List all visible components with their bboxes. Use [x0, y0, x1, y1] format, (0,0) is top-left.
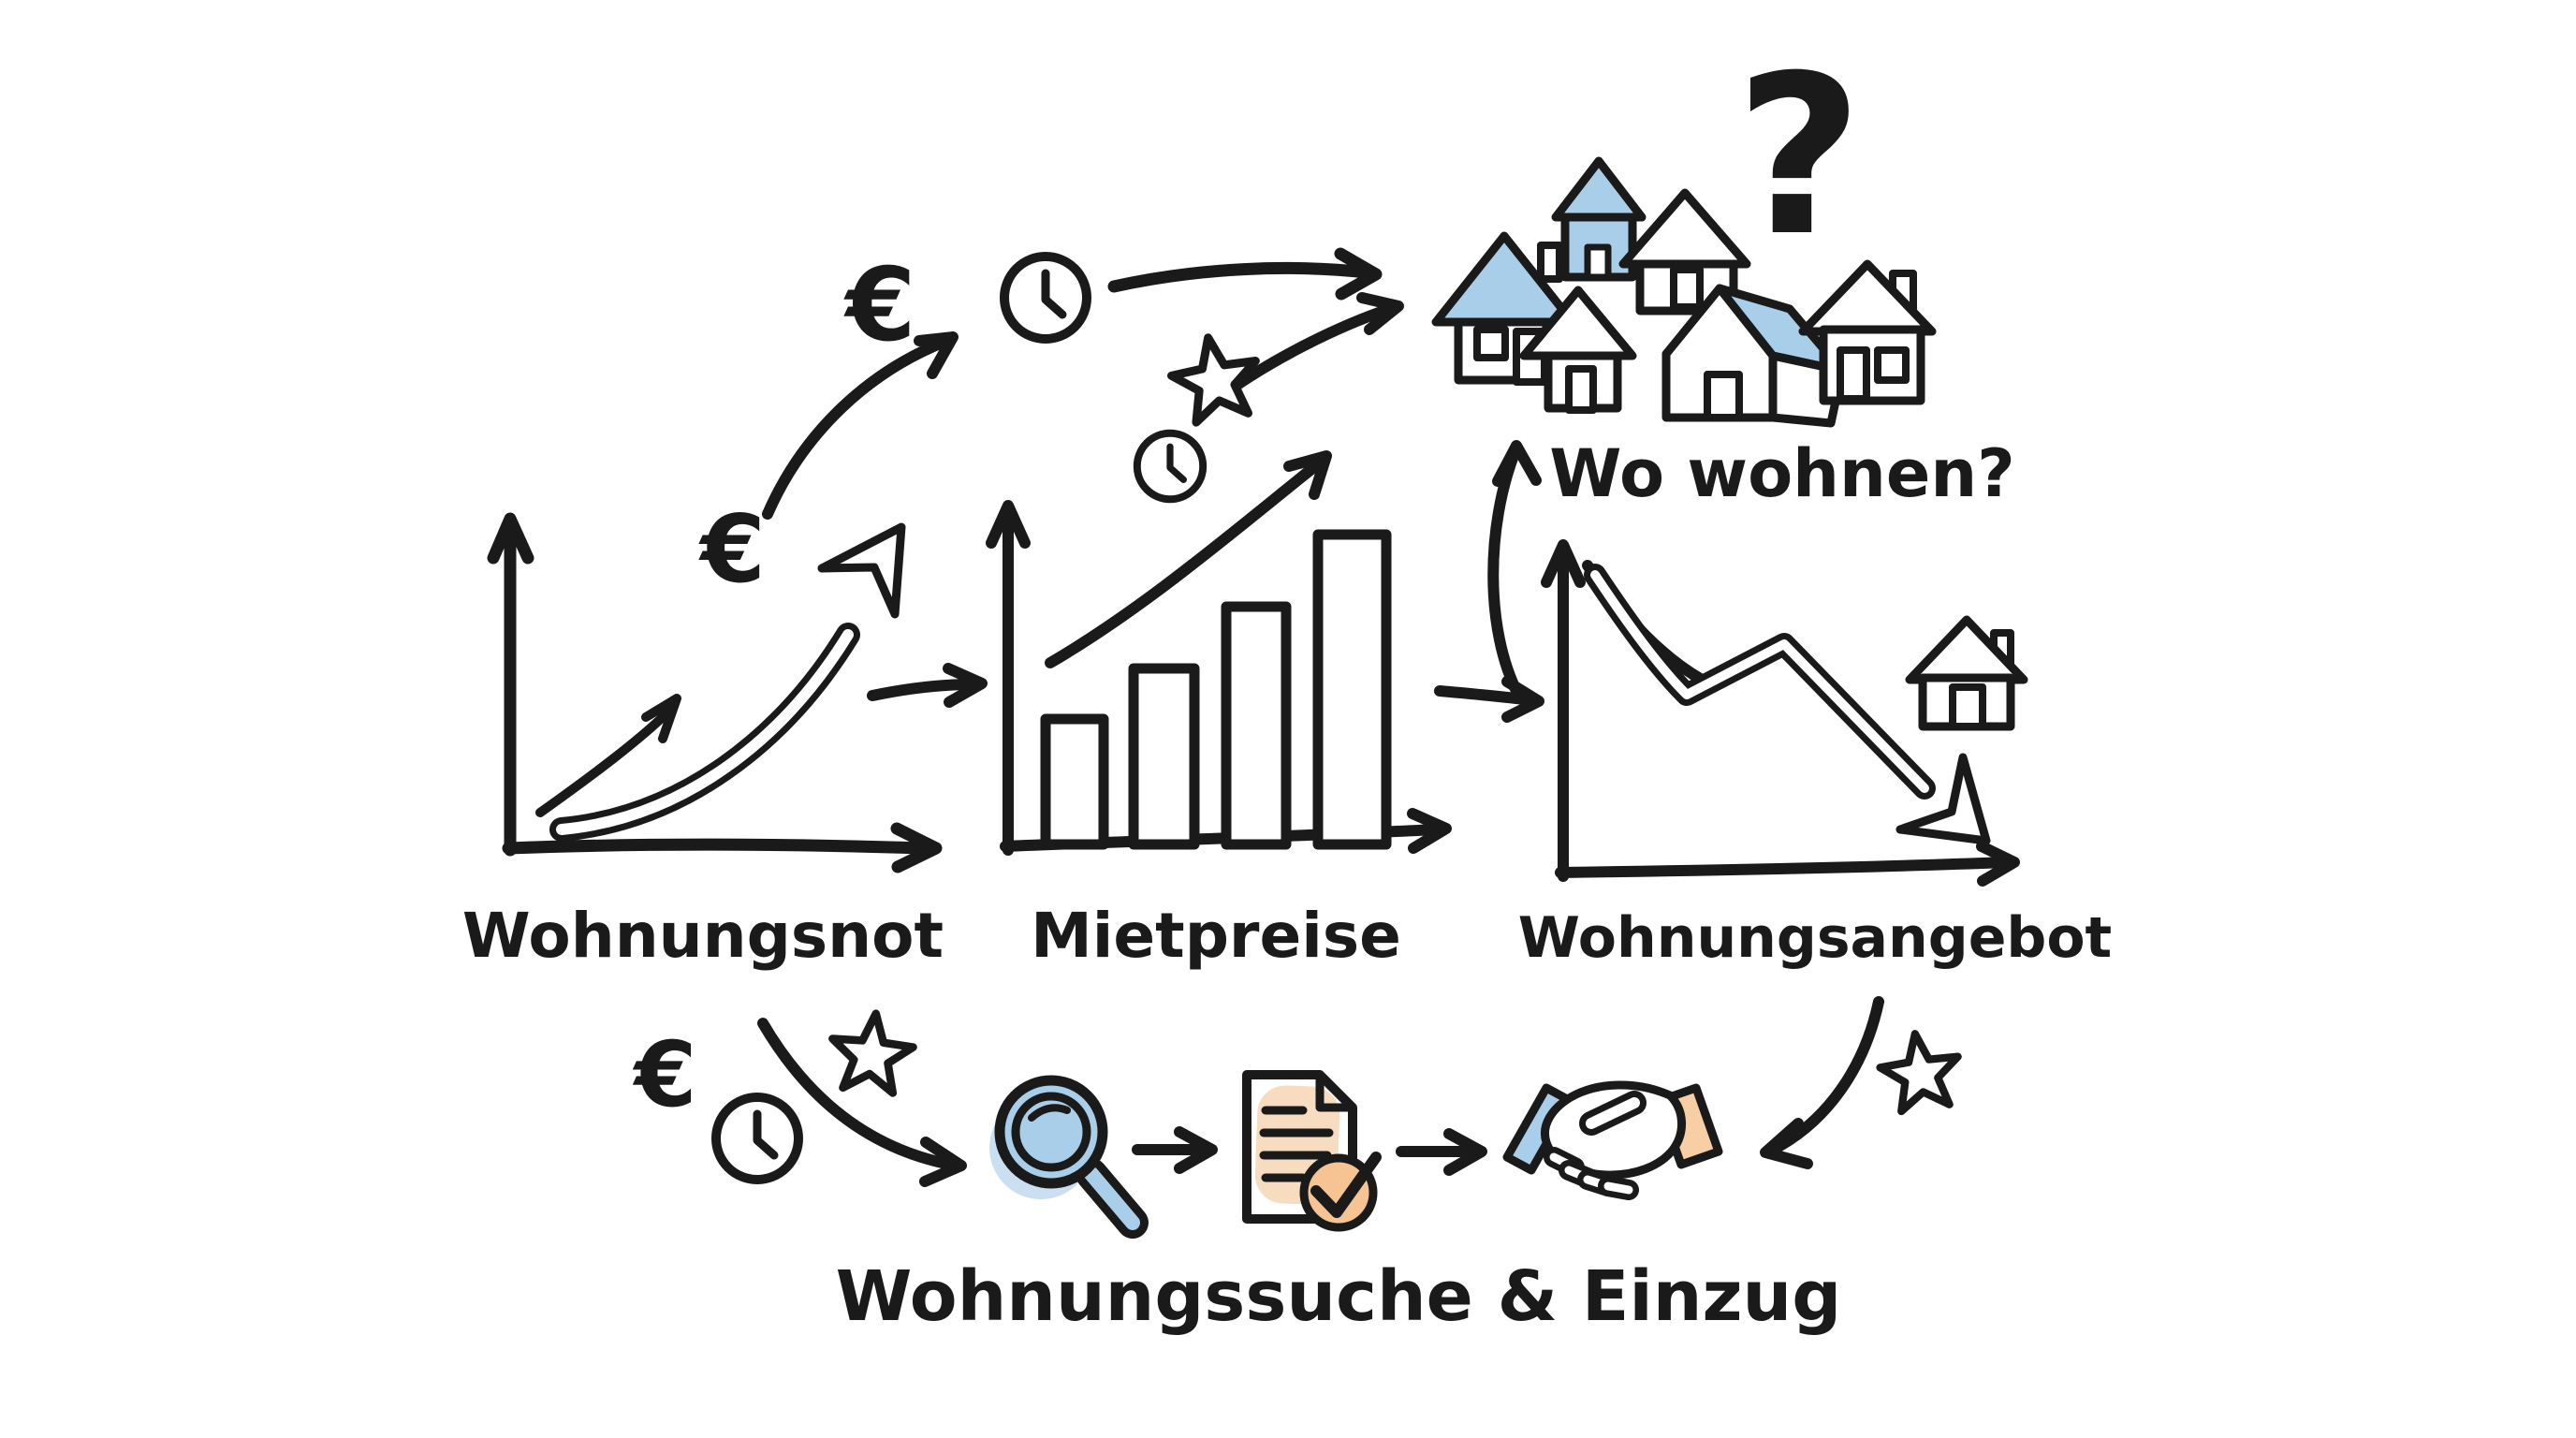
clock-icon: [716, 1097, 798, 1180]
house-icon: [1798, 259, 1937, 405]
arrow-clock-to-houses: [1107, 247, 1383, 301]
big-rise-arrow-icon: [549, 522, 906, 842]
house-icon: [1905, 615, 2028, 731]
clock-icon: [1004, 257, 1087, 339]
trend-arrowhead: [1283, 450, 1332, 500]
wo-wohnen-label: Wo wohnen?: [1549, 435, 2015, 512]
document-icon: [1242, 1070, 1382, 1232]
bar-3: [1221, 601, 1292, 850]
wohnungssuche-label: Wohnungssuche & Einzug: [836, 1256, 1841, 1337]
x-axis-arrowhead: [1976, 841, 2020, 887]
euro-icon: €: [698, 494, 766, 604]
folded-corner: [1315, 1070, 1357, 1112]
y-axis-arrowhead: [986, 500, 1031, 549]
mietpreise-label: Mietpreise: [1031, 900, 1401, 972]
euro-icon: €: [633, 1022, 697, 1127]
wohnungsangebot-chart: [1541, 539, 2028, 887]
houses-cluster: ?: [1431, 29, 1937, 428]
small-rise-arrow-icon: [535, 707, 673, 817]
arrow-up-to-euro-clock: [762, 331, 959, 520]
arrow-contract-to-handshake: [1396, 1128, 1487, 1176]
house-icon: [1618, 188, 1751, 315]
wohnungsnot-chart: [487, 512, 943, 873]
magnifier-icon: [989, 1075, 1149, 1239]
arrow-search-to-contract: [1132, 1126, 1218, 1174]
bar-4: [1312, 529, 1392, 850]
bar-1: [1040, 713, 1109, 850]
arrow-star-to-houses: [1209, 292, 1404, 406]
arrow-angebot-to-handshake: [1760, 996, 1884, 1169]
arrow-up-to-houses: [1487, 440, 1542, 700]
small-rise-arrowhead: [641, 694, 681, 743]
x-axis-arrowhead: [890, 822, 943, 873]
euro-icon: €: [842, 247, 915, 364]
house-icon: [1519, 286, 1637, 414]
wohnungsangebot-label: Wohnungsangebot: [1518, 905, 2112, 971]
clock-icon: [1137, 433, 1203, 499]
mietpreise-chart: [986, 450, 1452, 856]
y-axis-arrowhead: [487, 512, 534, 565]
x-axis-arrowhead: [1407, 808, 1452, 854]
arrow-mietpreise-to-wohnungsangebot: [1434, 676, 1544, 723]
check-icon: [1310, 1152, 1382, 1218]
y-axis-arrowhead: [1541, 539, 1586, 588]
handshake-icon: [1502, 1080, 1723, 1200]
star-icon: [1876, 1028, 1964, 1113]
bar-2: [1128, 663, 1200, 850]
star-icon: [827, 1009, 916, 1094]
check-circle: [1299, 1153, 1378, 1232]
wohnungsnot-label: Wohnungsnot: [462, 900, 944, 972]
arrow-wohnungsnot-to-mietpreise: [867, 663, 988, 708]
declining-zigzag-arrow-icon: [1584, 564, 1991, 845]
arrow-wohnungsnot-to-suche: [757, 1018, 967, 1187]
rising-trend-arrow: [1045, 457, 1325, 668]
question-mark-icon: ?: [1735, 29, 1863, 285]
